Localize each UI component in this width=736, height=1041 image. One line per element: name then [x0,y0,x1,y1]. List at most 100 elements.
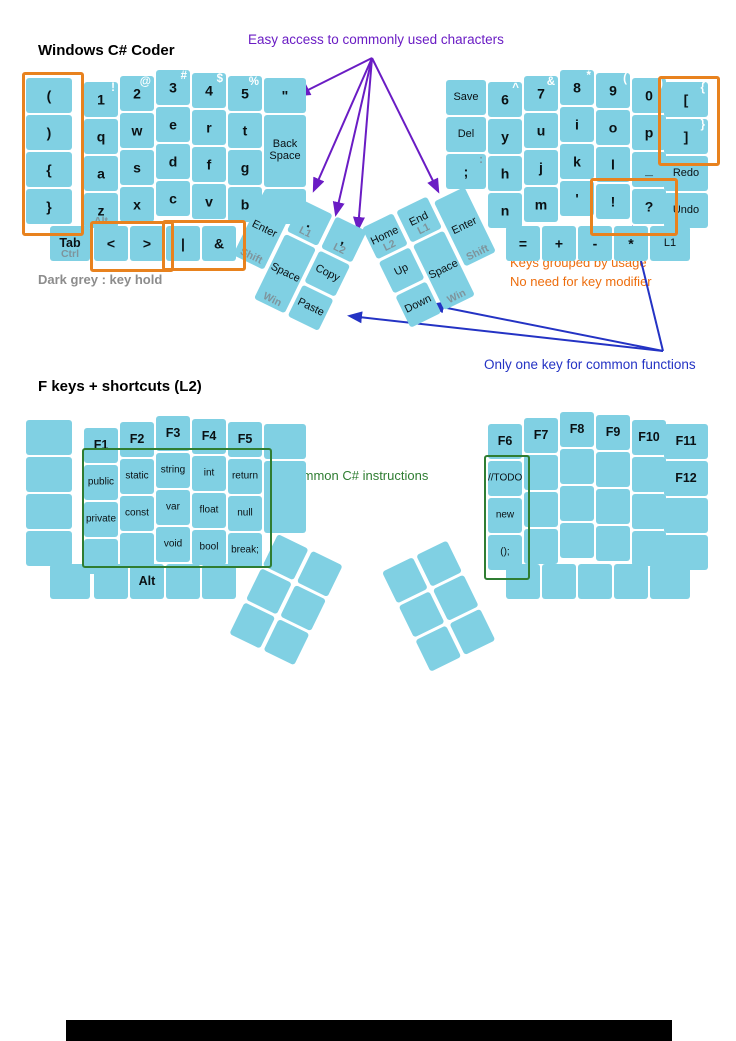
key-p: p [632,115,666,150]
key-apostrophe: ' [560,181,594,216]
key-void: void [156,527,190,562]
key-label: ) [46,123,52,140]
key-t: t [228,113,262,148]
key-label: y [501,127,509,144]
key-label: F6 [497,433,513,448]
key-shift-label: ^ [512,82,519,94]
key-f4: F4 [192,419,226,454]
key-a: a [84,156,118,191]
key-double-quote: " [264,78,306,113]
key-label: static [125,470,149,482]
key-pipe: | [166,226,200,261]
key-close-bracket: }] [664,119,708,154]
key-label: z [97,201,105,218]
key-shift-label: # [180,70,187,82]
key-f3: F3 [156,416,190,451]
key-s: s [120,150,154,185]
key-l1: L1 [650,226,690,261]
key-label: Redo [672,166,700,179]
key-todo: //TODO [488,461,522,496]
key-r: r [192,110,226,145]
key-label: o [608,118,618,135]
key-d: d [156,144,190,179]
key-blank [632,494,666,529]
key-label: ] [683,127,689,144]
key-shift-label: } [700,119,705,131]
key-int: int [192,456,226,491]
key-label: 9 [609,81,617,98]
key-o: o [596,110,630,145]
key-blank [264,424,306,459]
key-blank [614,564,648,599]
key-bool: bool [192,530,226,565]
key-label: 4 [205,81,213,98]
key-var: var [156,490,190,525]
key-label: 2 [133,84,141,101]
key-label: _ [645,160,653,177]
key-label: r [206,118,212,135]
layer2-title: F keys + shortcuts (L2) [38,378,202,395]
key-close-brace: } [26,189,72,224]
key-save: Save [446,80,486,115]
key-label: 0 [645,86,653,103]
key-shift-label: ) [659,78,663,90]
key-label: (); [500,546,510,558]
key-shift-label: @ [139,76,151,88]
key-label: F12 [675,470,697,485]
key-label: w [131,121,143,138]
key-f12: F12 [664,461,708,496]
key-v: v [192,184,226,219]
key-f9: F9 [596,415,630,450]
key-blank [166,564,200,599]
key-label: f [206,155,212,172]
key-label: 6 [501,90,509,107]
key-label: F1 [93,437,109,452]
bottom-bar [66,1020,672,1041]
key-label: d [168,152,178,169]
key-blank [650,564,690,599]
key-blank [542,564,576,599]
key-shift-label: ! [111,82,115,94]
key-label: string [160,464,186,476]
key-shift-label: : [479,154,483,166]
key-label: public [87,476,115,488]
key-label: Down [402,292,434,316]
key-minus: - [578,226,612,261]
key-semicolon: :; [446,154,486,189]
key-shift-label: % [248,76,259,88]
key-1: !1 [84,82,118,117]
key-i: i [560,107,594,142]
key-del: Del [446,117,486,152]
key-n: n [488,193,522,228]
key-label: F11 [675,433,697,448]
key-label: const [125,507,149,519]
key-null: null [228,496,262,531]
key-blank [524,455,558,490]
key-label: Copy [313,261,342,284]
key-f5: F5 [228,422,262,457]
key-label: float [199,504,219,516]
key-label: F7 [533,427,549,442]
annotation-arrow-purple [312,57,373,193]
key-label: null [237,507,253,519]
key-label: 8 [573,78,581,95]
key-label: 1 [97,90,105,107]
key-label: i [575,115,579,132]
key-shift-label: & [546,76,555,88]
key-k: k [560,144,594,179]
key-label: ? [644,197,654,214]
key-label: 3 [169,78,177,95]
key-string: string [156,453,190,488]
key-w: w [120,113,154,148]
key-l: l [596,147,630,182]
annotation-common-csharp-instructions: Common C# instructions [286,468,429,483]
key-blank [26,457,72,492]
key-8: *8 [560,70,594,105]
key-label: Enter [449,214,479,238]
key-f: f [192,147,226,182]
key-label: ' [575,189,579,206]
key-shift-label: $ [216,73,223,85]
key-blank [578,564,612,599]
key-label: g [240,158,250,175]
